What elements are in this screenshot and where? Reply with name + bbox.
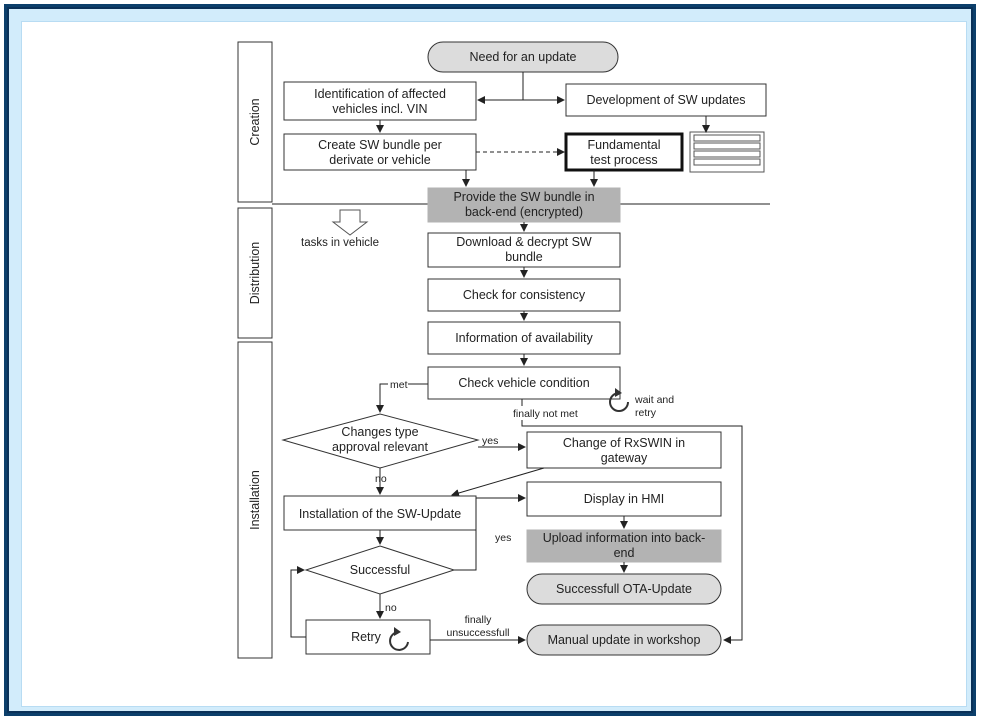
diagram-canvas: Creation Distribution Installation tasks… [21, 21, 967, 707]
finally-unsuccessfull-line-1: finally [465, 614, 493, 626]
download-decrypt-line-1: Download & decrypt SW [456, 235, 592, 249]
node-identification: Identification of affected vehicles incl… [283, 81, 477, 121]
phase-distribution-label: Distribution [248, 242, 262, 305]
no-label-1: no [375, 473, 387, 485]
upload-info-line-1: Upload information into back- [543, 531, 706, 545]
phase-installation-label: Installation [248, 470, 262, 530]
fundamental-test-line-1: Fundamental [588, 138, 661, 152]
phase-creation: Creation [237, 41, 273, 203]
no-label-2: no [385, 602, 397, 614]
change-rxswin-line-1: Change of RxSWIN in [563, 436, 685, 450]
node-check-consistency: Check for consistency [427, 278, 621, 312]
decision-changes-type: Changes type approval relevant [281, 413, 480, 469]
provide-bundle-line-2: back-end (encrypted) [465, 205, 583, 219]
download-decrypt-line-2: bundle [505, 250, 543, 264]
node-download-decrypt: Download & decrypt SW bundle [427, 232, 621, 268]
tasks-in-vehicle-label: tasks in vehicle [301, 237, 379, 249]
node-create-bundle: Create SW bundle per derivate or vehicle [283, 133, 477, 171]
node-change-rxswin: Change of RxSWIN in gateway [526, 431, 722, 469]
need-for-update-label: Need for an update [469, 50, 576, 64]
node-display-hmi: Display in HMI [526, 481, 722, 517]
manual-update-label: Manual update in workshop [548, 633, 701, 647]
display-hmi-label: Display in HMI [584, 492, 665, 506]
flowchart: Creation Distribution Installation tasks… [237, 41, 770, 659]
met-label: met [390, 379, 408, 391]
phase-distribution: Distribution [237, 207, 273, 339]
node-info-availability: Information of availability [427, 321, 621, 355]
tasks-in-vehicle-arrow [331, 209, 369, 236]
yes-label-1: yes [482, 435, 498, 447]
node-retry: Retry [305, 619, 431, 655]
identification-line-1: Identification of affected [314, 87, 446, 101]
fundamental-test-line-2: test process [590, 153, 657, 167]
node-manual-update: Manual update in workshop [526, 624, 722, 656]
changes-type-line-2: approval relevant [332, 440, 428, 454]
retry-cycle-icon [389, 627, 409, 651]
yes-label-2: yes [495, 532, 511, 544]
upload-info-line-2: end [614, 546, 635, 560]
check-consistency-label: Check for consistency [463, 288, 586, 302]
create-bundle-line-1: Create SW bundle per [318, 138, 442, 152]
finally-not-met-label: finally not met [513, 408, 578, 420]
phase-installation: Installation [237, 341, 273, 659]
successfull-ota-label: Successfull OTA-Update [556, 582, 692, 596]
create-bundle-line-2: derivate or vehicle [329, 153, 430, 167]
test-process-list-icon [689, 131, 765, 173]
retry-loop-icon [609, 388, 629, 412]
successful-label: Successful [350, 563, 410, 577]
finally-unsuccessfull-line-2: unsuccessfull [446, 627, 509, 639]
change-rxswin-line-2: gateway [601, 451, 648, 465]
provide-bundle-line-1: Provide the SW bundle in [453, 190, 594, 204]
node-development: Development of SW updates [565, 83, 767, 117]
development-label: Development of SW updates [586, 93, 745, 107]
check-vehicle-label: Check vehicle condition [458, 376, 589, 390]
wait-and-retry-line-2: retry [635, 407, 657, 419]
retry-label: Retry [351, 630, 382, 644]
wait-and-retry-line-1: wait and [634, 394, 674, 406]
node-upload-info: Upload information into back- end [526, 529, 722, 563]
outer-frame: Creation Distribution Installation tasks… [4, 4, 976, 716]
identification-line-2: vehicles incl. VIN [332, 102, 427, 116]
installation-label: Installation of the SW-Update [299, 507, 461, 521]
info-availability-label: Information of availability [455, 331, 593, 345]
decision-successful: Successful [304, 545, 456, 595]
node-fundamental-test: Fundamental test process [564, 132, 684, 172]
node-check-vehicle: Check vehicle condition [427, 366, 621, 400]
phase-creation-label: Creation [248, 98, 262, 145]
node-successfull-ota: Successfull OTA-Update [526, 573, 722, 605]
changes-type-line-1: Changes type [341, 425, 418, 439]
node-installation: Installation of the SW-Update [283, 495, 477, 531]
node-need-for-update: Need for an update [427, 41, 619, 73]
node-provide-bundle: Provide the SW bundle in back-end (encry… [427, 187, 621, 223]
